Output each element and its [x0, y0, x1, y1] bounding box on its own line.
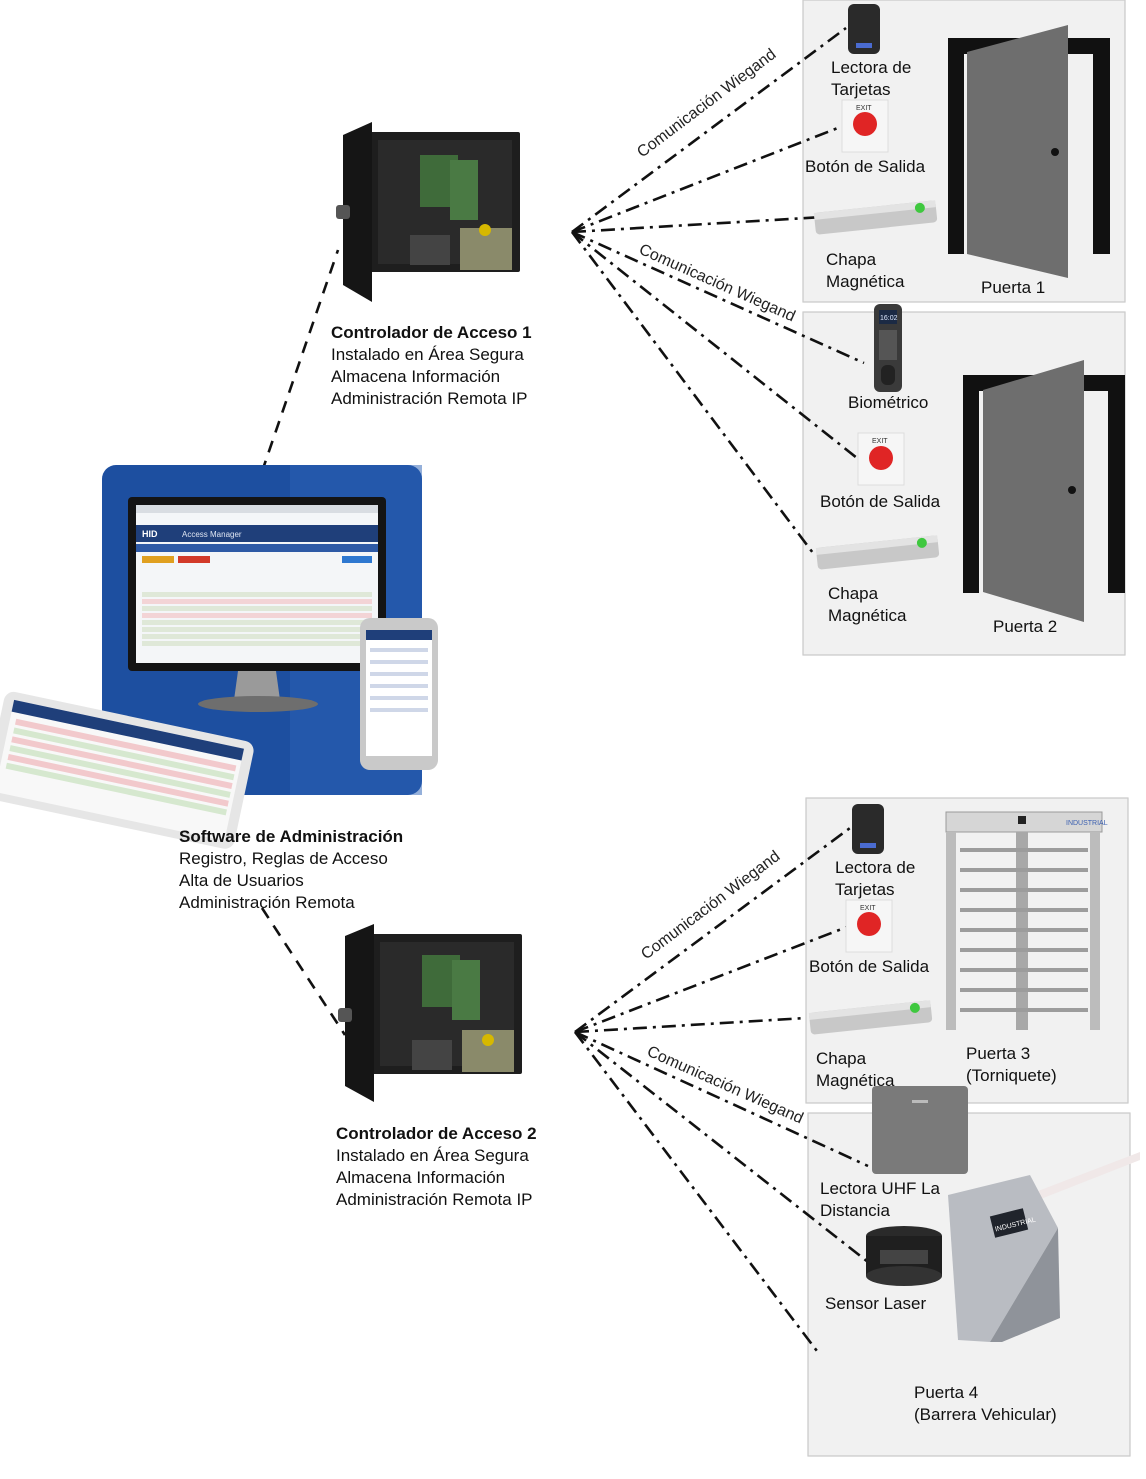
- door-1-device-1-line-2: Tarjetas: [831, 80, 891, 99]
- link-software-controller-2: [260, 907, 347, 1036]
- exit-caption-2: EXIT: [872, 438, 888, 445]
- exit-button-icon: EXIT: [841, 99, 889, 153]
- software-devices-image: HID Access Manager: [0, 465, 438, 849]
- exit-caption-1: EXIT: [856, 105, 872, 112]
- link-c2-maglock: [574, 1016, 807, 1034]
- door-3-device-2-line-1: Botón de Salida: [809, 957, 930, 976]
- link-c2-laser-sensor: [574, 1030, 869, 1264]
- wiegand-label-1: Comunicación Wiegand: [634, 46, 779, 161]
- magnetic-lock-icon: [813, 200, 938, 235]
- door-1-leaf: [967, 25, 1068, 278]
- connection-lines: [253, 26, 869, 1356]
- software-caption: Software de Administración Registro, Reg…: [179, 827, 403, 912]
- door-1-name: Puerta 1: [981, 278, 1045, 297]
- door-3-device-3-line-2: Magnética: [816, 1071, 895, 1090]
- software-line-3: Administración Remota: [179, 893, 355, 912]
- wiegand-label-2: Comunicación Wiegand: [636, 241, 797, 325]
- software-title: Software de Administración: [179, 827, 403, 846]
- exit-caption-3: EXIT: [860, 905, 876, 912]
- uhf-reader-icon: [872, 1086, 968, 1174]
- door-3-name-line-1: Puerta 3: [966, 1044, 1030, 1063]
- monitor-app-title: Access Manager: [182, 530, 242, 539]
- door-4-device-2-line-1: Sensor Laser: [825, 1294, 926, 1313]
- controller-2-line-3: Administración Remota IP: [336, 1190, 533, 1209]
- biometric-display: 16:02: [880, 315, 898, 322]
- wiegand-label-4: Comunicación Wiegand: [644, 1043, 805, 1127]
- door-4-group: INDUSTRIAL Lectora UHF La Distancia Sens…: [820, 1086, 1140, 1424]
- door-2-device-2-line-1: Botón de Salida: [820, 492, 941, 511]
- door-1-device-3-line-2: Magnética: [826, 272, 905, 291]
- link-c2-exit-button: [574, 923, 853, 1034]
- door-4-device-1-line-1: Lectora UHF La: [820, 1179, 941, 1198]
- door-1-device-3-line-1: Chapa: [826, 250, 877, 269]
- controller-1-title: Controlador de Acceso 1: [331, 323, 532, 342]
- controller-1-line-3: Administración Remota IP: [331, 389, 528, 408]
- door-2-name: Puerta 2: [993, 617, 1057, 636]
- controller-2-title: Controlador de Acceso 2: [336, 1124, 537, 1143]
- software-line-1: Registro, Reglas de Acceso: [179, 849, 388, 868]
- door-3-name-line-2: (Torniquete): [966, 1066, 1057, 1085]
- door-2-device-1-line-1: Biométrico: [848, 393, 928, 412]
- door-2-group: Puerta 2 16:02 Biométrico EXIT Botón de …: [815, 304, 1125, 636]
- card-reader-icon: [848, 4, 880, 54]
- link-c1-biometric: [571, 230, 865, 365]
- wiegand-label-3: Comunicación Wiegand: [638, 848, 783, 963]
- exit-button-icon: EXIT: [845, 899, 893, 953]
- controller-2-caption: Controlador de Acceso 2 Instalado en Áre…: [336, 1124, 537, 1209]
- door-4-name-line-1: Puerta 4: [914, 1383, 978, 1402]
- controller-1-line-1: Instalado en Área Segura: [331, 345, 524, 364]
- barrier-arm: [1025, 1152, 1140, 1204]
- door-3-device-3-line-1: Chapa: [816, 1049, 867, 1068]
- software-line-2: Alta de Usuarios: [179, 871, 304, 890]
- controller-1-line-2: Almacena Información: [331, 367, 500, 386]
- controller-2-line-2: Almacena Información: [336, 1168, 505, 1187]
- door-3-group: INDUSTRIAL Puerta 3 (Torniquete): [808, 804, 1108, 1090]
- controller-1-caption: Controlador de Acceso 1 Instalado en Áre…: [331, 323, 532, 408]
- biometric-reader-icon: 16:02: [874, 304, 902, 392]
- controller-2-line-1: Instalado en Área Segura: [336, 1146, 529, 1165]
- door-1-group: Puerta 1 Lectora de Tarjetas EXIT Botón …: [805, 4, 1110, 297]
- door-4-device-1-line-2: Distancia: [820, 1201, 890, 1220]
- link-c1-exit-button-2: [571, 230, 863, 464]
- access-controller-1: [336, 122, 520, 302]
- link-c1-maglock-2: [570, 231, 815, 554]
- door-3-device-1-line-1: Lectora de: [835, 858, 915, 877]
- door-2-leaf: [983, 360, 1084, 622]
- link-c2-barrier: [573, 1031, 822, 1356]
- door-3-device-1-line-2: Tarjetas: [835, 880, 895, 899]
- link-c1-maglock-1: [571, 215, 824, 234]
- turnstile-brand: INDUSTRIAL: [1066, 820, 1108, 827]
- access-controller-2: [338, 924, 522, 1102]
- card-reader-icon: [852, 804, 884, 854]
- door-2-device-3-line-1: Chapa: [828, 584, 879, 603]
- exit-button-icon: EXIT: [857, 432, 905, 486]
- tablet: [0, 691, 254, 849]
- laser-sensor-icon: [866, 1226, 942, 1286]
- magnetic-lock-icon: [815, 535, 940, 570]
- phone: [360, 618, 438, 770]
- link-c1-exit-button-1: [571, 122, 849, 234]
- door-1-device-2-line-1: Botón de Salida: [805, 157, 926, 176]
- door-2-device-3-line-2: Magnética: [828, 606, 907, 625]
- turnstile-icon: INDUSTRIAL: [945, 811, 1108, 1030]
- link-c2-uhf-reader: [574, 1030, 869, 1168]
- door-4-name-line-2: (Barrera Vehicular): [914, 1405, 1057, 1424]
- vehicle-barrier-icon: INDUSTRIAL: [948, 1175, 1060, 1342]
- door-1-device-1-line-1: Lectora de: [831, 58, 911, 77]
- magnetic-lock-icon: [808, 1000, 933, 1035]
- link-software-controller-1: [253, 249, 340, 493]
- monitor-brand: HID: [142, 529, 158, 539]
